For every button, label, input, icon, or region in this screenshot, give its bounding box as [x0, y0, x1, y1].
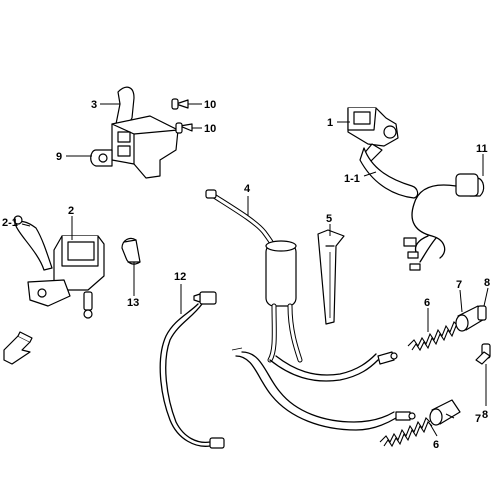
callout-11: 11: [476, 143, 488, 155]
lever-bracket-assembly: [90, 86, 193, 179]
clamp-piece-13: [121, 237, 141, 265]
master-cylinder-right: [347, 107, 419, 199]
cable-tie-strap: [317, 229, 345, 325]
grip-cable-assembly: [205, 189, 303, 363]
callout-10-lower: 10: [204, 123, 216, 135]
callout-8-lower: 8: [482, 409, 488, 421]
callout-3: 3: [91, 99, 97, 111]
callout-6-lower: 6: [433, 439, 439, 451]
callout-10-upper: 10: [204, 99, 216, 111]
callout-2-1: 2-1: [2, 217, 18, 229]
callout-8-upper: 8: [484, 277, 490, 289]
callout-1-1: 1-1: [344, 173, 360, 185]
handlebar-switch-harness: [403, 173, 485, 271]
lower-cable-pair: [231, 347, 416, 431]
sensor-wire-harness: [159, 291, 225, 449]
callout-labels: 3 10 10 9 2 2-1 13 12 4 5 1 1-1 11 6 7 8…: [2, 99, 490, 451]
callout-6-upper: 6: [424, 297, 430, 309]
callout-5: 5: [326, 213, 332, 225]
callout-2: 2: [68, 205, 74, 217]
small-bracket-icon: [3, 331, 33, 365]
callout-1: 1: [327, 117, 333, 129]
callout-7-upper: 7: [456, 279, 462, 291]
master-cylinder-left: [13, 215, 105, 319]
callout-9: 9: [56, 151, 62, 163]
callout-7-lower: 7: [475, 413, 481, 425]
callout-4: 4: [244, 183, 251, 195]
spring-adjuster-lower: [379, 343, 491, 448]
leader-lines: [21, 103, 489, 437]
spring-adjuster-upper: [407, 305, 487, 352]
callout-13: 13: [127, 297, 139, 309]
callout-12: 12: [174, 271, 186, 283]
